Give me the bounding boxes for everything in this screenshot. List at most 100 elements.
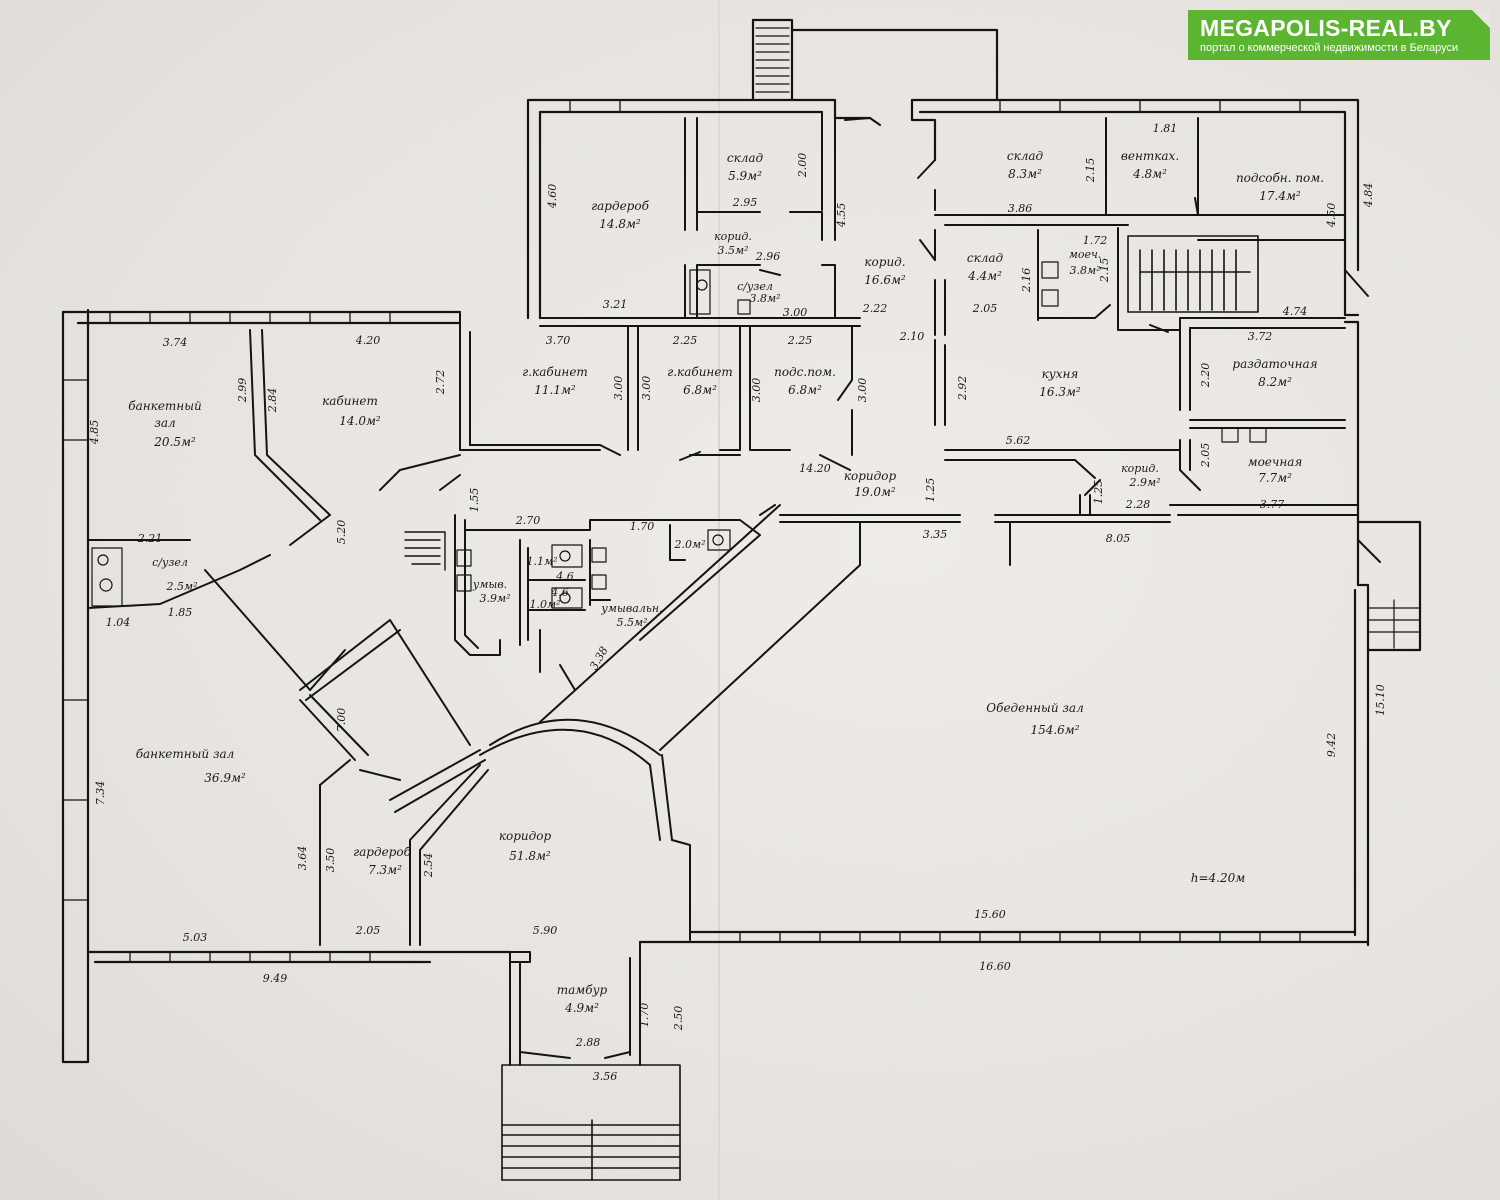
room-obed: Обеденный зал bbox=[986, 701, 1083, 715]
room-podsobn: подсобн. пом. bbox=[1236, 171, 1324, 185]
dim-label: 2.88 bbox=[575, 1036, 601, 1049]
dim-label: 5.03 bbox=[183, 931, 208, 944]
room-sanuzel-a: с/узел bbox=[737, 280, 773, 293]
room-garderob-b-area: 7.3м² bbox=[368, 863, 402, 877]
dim-label: 9.49 bbox=[263, 972, 288, 985]
dim-label: 1.72 bbox=[1083, 234, 1108, 247]
room-korid-a-area: 3.5м² bbox=[717, 244, 748, 257]
room-korid-c: корид. bbox=[1121, 462, 1159, 475]
interior-walls bbox=[87, 111, 1381, 1066]
room-garderob-b: гардероб bbox=[353, 845, 412, 859]
dim-label: 2.96 bbox=[755, 250, 781, 263]
dim-label: 4.6 bbox=[555, 570, 574, 583]
room-umyv-b-area: 5.5м² bbox=[616, 616, 647, 629]
dim-label: 2.99 bbox=[236, 378, 249, 404]
room-podsobn-area: 17.4м² bbox=[1259, 189, 1301, 203]
room-koridor-b: коридор bbox=[499, 829, 552, 843]
dim-label: 2.15 bbox=[1098, 258, 1111, 284]
room-tambur: тамбур bbox=[557, 983, 608, 997]
dim-label: 4.84 bbox=[1362, 183, 1375, 209]
room-koridor-a: коридор bbox=[844, 469, 897, 483]
dim-label: 1.81 bbox=[1153, 122, 1178, 135]
dim-label: 4.74 bbox=[1282, 305, 1308, 318]
dim-label: 2.54 bbox=[422, 853, 435, 879]
dim-label: 1.55 bbox=[468, 488, 481, 513]
dim-label: 2.05 bbox=[1199, 443, 1212, 469]
room-sklad-b-area: 8.3м² bbox=[1008, 167, 1042, 181]
dim-label: 2.70 bbox=[515, 514, 541, 527]
dim-label: 3.38 bbox=[587, 644, 611, 672]
dim-label: 3.74 bbox=[163, 336, 188, 349]
dim-label: 4.20 bbox=[355, 334, 381, 347]
dim-label: 3.56 bbox=[593, 1070, 618, 1083]
room-wc-b: 1.0м² bbox=[529, 598, 560, 611]
room-kukhnya-area: 16.3м² bbox=[1039, 385, 1081, 399]
dim-label: 2.25 bbox=[672, 334, 698, 347]
dim-label: 2.92 bbox=[956, 376, 969, 402]
dim-label: 2.84 bbox=[266, 388, 279, 414]
dim-label: 2.20 bbox=[1199, 363, 1212, 389]
dim-label: 4.6 bbox=[550, 586, 569, 599]
room-podsob-b-area: 6.8м² bbox=[788, 383, 822, 397]
room-banket-b-area: 36.9м² bbox=[204, 771, 246, 785]
dim-label: 3.00 bbox=[640, 376, 653, 401]
room-razdat: раздаточная bbox=[1232, 357, 1317, 371]
dim-label: 3.00 bbox=[612, 376, 625, 401]
stair-right bbox=[1367, 599, 1421, 649]
room-labels: склад 5.9м² гардероб 14.8м² корид. 3.5м²… bbox=[128, 149, 1324, 1015]
room-moechnaya: моечная bbox=[1248, 455, 1303, 469]
windows bbox=[62, 99, 1301, 963]
dim-label: 3.50 bbox=[324, 848, 337, 873]
dim-label: 16.60 bbox=[979, 960, 1011, 973]
dim-label: 2.05 bbox=[355, 924, 381, 937]
dimension-labels: 4.60 2.95 2.00 4.55 2.96 3.00 3.21 2.22 … bbox=[88, 122, 1387, 1083]
room-garderob-a: гардероб bbox=[591, 199, 650, 213]
stair-top bbox=[755, 27, 790, 93]
room-korid-a: корид. bbox=[714, 230, 752, 243]
room-moech-a: моеч. bbox=[1069, 248, 1102, 261]
logo-tagline: портал о коммерческой недвижимости в Бел… bbox=[1200, 42, 1459, 54]
dim-label: 14.20 bbox=[799, 462, 831, 475]
room-umyv-b: умывальн. bbox=[600, 602, 662, 615]
room-kabinet-b: г.кабинет bbox=[522, 365, 588, 379]
room-moech-a-area: 3.8м² bbox=[1069, 264, 1100, 277]
room-sanuzel-b-area: 2.5м² bbox=[165, 580, 197, 593]
dim-label: 2.50 bbox=[672, 1006, 685, 1032]
dim-label: 1.70 bbox=[638, 1003, 651, 1028]
dim-label: 1.70 bbox=[630, 520, 655, 533]
room-tambur-area: 4.9м² bbox=[564, 1001, 599, 1015]
dim-label: 5.20 bbox=[335, 520, 348, 545]
room-wc-c: 2.0м² bbox=[673, 538, 705, 551]
dim-label: 1.85 bbox=[168, 606, 193, 619]
room-umyv-a: умыв. bbox=[472, 578, 507, 591]
room-korid-b-area: 16.6м² bbox=[864, 273, 906, 287]
dim-label: 9.42 bbox=[1325, 733, 1338, 758]
room-koridor-a-area: 19.0м² bbox=[854, 485, 896, 499]
dim-label: 3.35 bbox=[923, 528, 948, 541]
dim-label: 3.00 bbox=[783, 306, 808, 319]
dim-label: 3.70 bbox=[546, 334, 571, 347]
sanitary-fixtures bbox=[91, 261, 1267, 609]
room-kabinet-a-area: 14.0м² bbox=[339, 414, 381, 428]
dim-label: 1.25 bbox=[924, 478, 937, 503]
room-ventkam: вентках. bbox=[1121, 149, 1179, 163]
room-sklad-a-area: 5.9м² bbox=[728, 169, 762, 183]
dim-label: 2.22 bbox=[862, 302, 888, 315]
dim-label: 4.60 bbox=[546, 184, 559, 210]
room-kabinet-a: кабинет bbox=[322, 394, 378, 408]
room-sklad-a: склад bbox=[727, 151, 764, 165]
room-moechnaya-area: 7.7м² bbox=[1258, 471, 1292, 485]
room-korid-c-area: 2.9м² bbox=[1128, 476, 1160, 489]
dim-label: 2.00 bbox=[796, 153, 809, 179]
paper-fold-line bbox=[718, 0, 720, 1200]
dim-label: 2.25 bbox=[787, 334, 813, 347]
dim-label: 4.85 bbox=[88, 420, 101, 446]
dim-label: 1.04 bbox=[106, 616, 131, 629]
room-koridor-b-area: 51.8м² bbox=[509, 849, 551, 863]
dim-label: 5.90 bbox=[533, 924, 558, 937]
dim-label: 3.72 bbox=[1248, 330, 1273, 343]
dim-label: 4.50 bbox=[1325, 203, 1338, 229]
room-kabinet-b-area: 11.1м² bbox=[534, 383, 576, 397]
